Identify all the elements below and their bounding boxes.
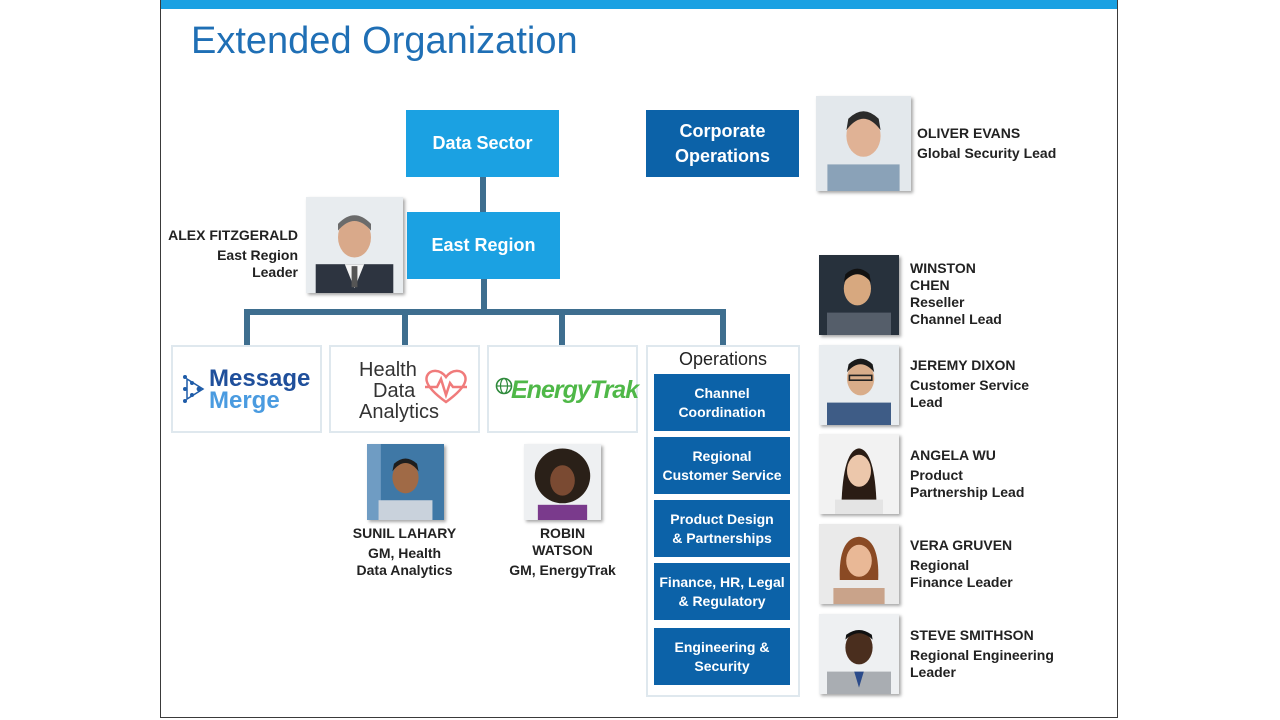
person-name-sunil: SUNIL LAHARY [352, 525, 457, 541]
connector-line [244, 309, 726, 315]
person-role-oliver: Global Security Lead [917, 145, 1057, 161]
energytrak-logo: EnergyTrak [487, 345, 639, 433]
connector-line [402, 309, 408, 345]
person-name-angela: ANGELA WU [910, 447, 996, 463]
person-name-oliver: OLIVER EVANS [917, 125, 1021, 141]
person-photo-angela [819, 434, 899, 514]
operations-title: Operations [678, 349, 768, 369]
person-name-alex: ALEX FITZGERALD [168, 227, 298, 243]
connector-line [480, 177, 486, 212]
ops-item-finance-hr-legal: Finance, HR, Legal & Regulatory [654, 563, 790, 620]
health-line2: Data [373, 380, 416, 402]
connector-line [720, 309, 726, 345]
person-photo-vera [819, 524, 899, 604]
health-line1: Health [359, 359, 417, 381]
east-region-box: East Region [407, 212, 560, 279]
person-photo-steve [819, 614, 899, 694]
person-role-winston: Reseller Channel Lead [910, 294, 1002, 327]
message-merge-mark-icon [183, 375, 205, 403]
person-role-sunil: GM, Health Data Analytics [356, 545, 453, 578]
person-photo-winston [819, 255, 899, 335]
person-photo-robin [524, 444, 601, 520]
person-role-angela: Product Partnership Lead [910, 467, 1025, 500]
east-region-label: East Region [431, 235, 536, 255]
corporate-operations-label: Corporate Operations [674, 120, 771, 166]
health-line3: Analytics [359, 401, 440, 423]
data-sector-label: Data Sector [432, 133, 533, 153]
data-sector-box: Data Sector [406, 110, 559, 177]
heart-pulse-icon [425, 369, 467, 404]
ops-item-engineering-security: Engineering & Security [654, 628, 790, 685]
health-data-analytics-logo: Health Data Analytics [329, 345, 480, 433]
person-photo-oliver [816, 96, 911, 191]
top-accent-bar [161, 0, 1117, 9]
person-role-steve: Regional Engineering Leader [910, 647, 1054, 680]
operations-panel: Operations Channel Coordination Regional… [646, 345, 800, 697]
ops-item-product-design: Product Design & Partnerships [654, 500, 790, 557]
person-role-robin: GM, EnergyTrak [509, 562, 616, 578]
person-role-alex: East Region Leader [217, 247, 298, 280]
page-title: Extended Organization [191, 20, 578, 62]
ops-item-regional-customer-service: Regional Customer Service [654, 437, 790, 494]
connector-line [244, 309, 250, 345]
person-name-winston: WINSTON CHEN [910, 260, 976, 293]
energytrak-wordmark: EnergyTrak [511, 376, 639, 404]
person-name-steve: STEVE SMITHSON [910, 627, 1034, 643]
person-photo-sunil [367, 444, 444, 520]
person-role-jeremy: Customer Service Lead [910, 377, 1030, 410]
connector-line [481, 279, 487, 312]
person-role-vera: Regional Finance Leader [910, 557, 1013, 590]
message-merge-logo: Message Merge [171, 345, 322, 433]
slide: Extended Organization Data Sector East R… [160, 0, 1118, 718]
corporate-operations-box: Corporate Operations [646, 110, 799, 177]
ops-item-channel-coordination: Channel Coordination [654, 374, 790, 431]
person-photo-alex [306, 197, 403, 293]
connector-line [559, 309, 565, 345]
person-name-robin: ROBIN WATSON [532, 525, 593, 558]
person-name-vera: VERA GRUVEN [910, 537, 1013, 553]
person-photo-jeremy [819, 345, 899, 425]
message-merge-line1: Message [209, 365, 311, 392]
message-merge-line2: Merge [209, 387, 280, 414]
person-name-jeremy: JEREMY DIXON [910, 357, 1016, 373]
globe-icon [495, 377, 513, 395]
